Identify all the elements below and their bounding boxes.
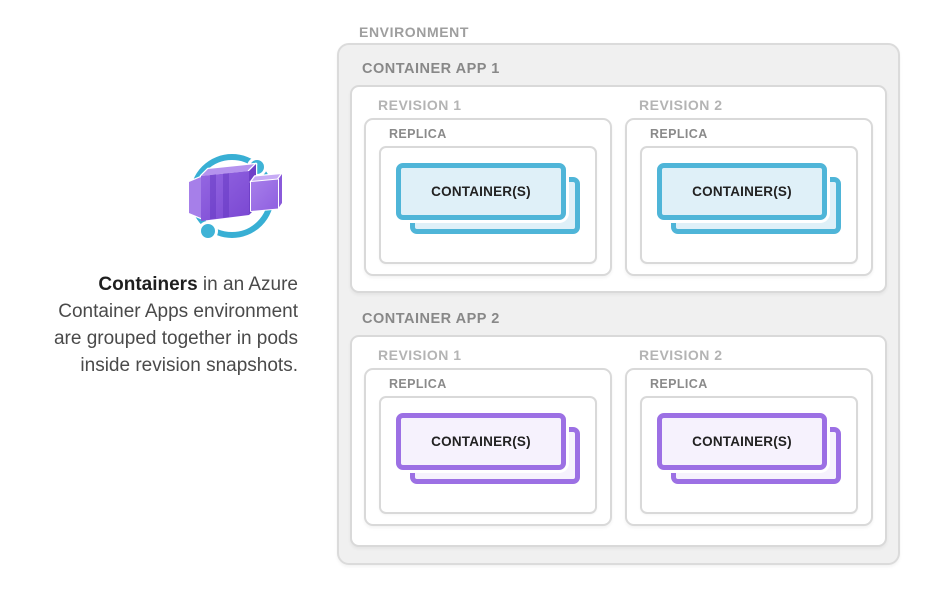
revision-1-of-app-1: REVISION 1 REPLICA CONTAINER(S) — [364, 87, 612, 276]
replica-box: CONTAINER(S) — [640, 146, 858, 264]
container-cubes-icon — [187, 162, 284, 221]
environment-label: ENVIRONMENT — [359, 24, 470, 40]
azure-container-apps-icon — [183, 145, 284, 245]
revision-box: REPLICA CONTAINER(S) — [364, 368, 612, 526]
containers-box: CONTAINER(S) — [396, 163, 566, 220]
containers-box: CONTAINER(S) — [657, 163, 827, 220]
container-stack: CONTAINER(S) — [396, 413, 580, 484]
replica-box: CONTAINER(S) — [640, 396, 858, 514]
replica-label: REPLICA — [389, 377, 447, 391]
container-stack: CONTAINER(S) — [657, 163, 841, 234]
caption: Containers in an Azure Container Apps en… — [8, 271, 298, 379]
replica-label: REPLICA — [650, 377, 708, 391]
environment-box: CONTAINER APP 1 REVISION 1 REPLICA CONTA… — [337, 43, 900, 565]
caption-line-2: Container Apps environment — [58, 301, 298, 322]
revision-label: REVISION 2 — [639, 97, 723, 113]
caption-line-4: inside revision snapshots. — [80, 355, 298, 376]
revision-2-of-app-2: REVISION 2 REPLICA CONTAINER(S) — [625, 337, 873, 526]
containers-box: CONTAINER(S) — [657, 413, 827, 470]
replica-box: CONTAINER(S) — [379, 146, 597, 264]
revision-1-of-app-2: REVISION 1 REPLICA CONTAINER(S) — [364, 337, 612, 526]
replica-label: REPLICA — [389, 127, 447, 141]
revision-box: REPLICA CONTAINER(S) — [625, 118, 873, 276]
containers-box: CONTAINER(S) — [396, 413, 566, 470]
caption-bold-word: Containers — [98, 274, 198, 295]
container-app-2-label: CONTAINER APP 2 — [362, 311, 500, 327]
container-app-1-label: CONTAINER APP 1 — [362, 61, 500, 77]
replica-box: CONTAINER(S) — [379, 396, 597, 514]
revision-row: REVISION 1 REPLICA CONTAINER(S) REVISION… — [364, 87, 873, 276]
container-app-2-box: REVISION 1 REPLICA CONTAINER(S) REVISION… — [350, 335, 887, 547]
azure-container-apps-icon-svg — [187, 154, 284, 241]
container-stack: CONTAINER(S) — [657, 413, 841, 484]
revision-row: REVISION 1 REPLICA CONTAINER(S) REVISION… — [364, 337, 873, 526]
revision-label: REVISION 2 — [639, 347, 723, 363]
container-app-1-box: REVISION 1 REPLICA CONTAINER(S) REVISION… — [350, 85, 887, 293]
revision-label: REVISION 1 — [378, 97, 462, 113]
replica-label: REPLICA — [650, 127, 708, 141]
revision-label: REVISION 1 — [378, 347, 462, 363]
caption-line-1: Containers in an Azure — [98, 274, 298, 295]
orbit-dot-icon — [198, 221, 218, 241]
caption-line-3: are grouped together in pods — [53, 328, 298, 349]
revision-box: REPLICA CONTAINER(S) — [625, 368, 873, 526]
revision-box: REPLICA CONTAINER(S) — [364, 118, 612, 276]
container-stack: CONTAINER(S) — [396, 163, 580, 234]
revision-2-of-app-1: REVISION 2 REPLICA CONTAINER(S) — [625, 87, 873, 276]
